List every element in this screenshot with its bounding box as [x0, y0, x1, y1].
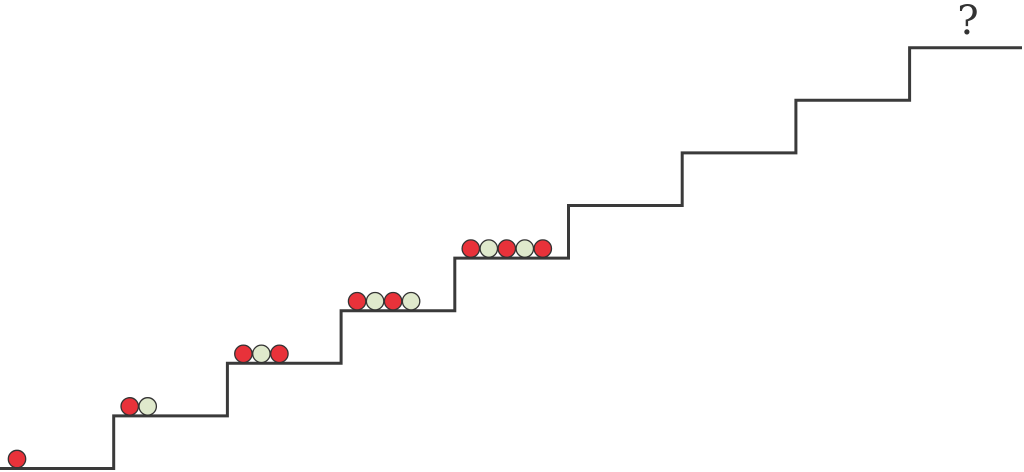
stair-outline	[0, 46, 1022, 470]
question-mark: ?	[957, 0, 979, 44]
red-ball-step-5	[497, 239, 517, 258]
green-ball-step-4	[365, 291, 385, 311]
red-ball-step-4	[383, 291, 403, 311]
red-ball-step-3	[270, 344, 289, 364]
red-ball-step-4	[347, 291, 367, 311]
green-ball-step-3	[252, 344, 271, 364]
red-ball-step-5	[461, 239, 481, 258]
green-ball-step-4	[401, 291, 421, 311]
red-ball-step-2	[120, 397, 140, 416]
red-ball-step-3	[234, 344, 253, 364]
green-ball-step-5	[515, 239, 535, 258]
green-ball-step-2	[138, 397, 158, 416]
green-ball-step-5	[479, 239, 499, 258]
red-ball-step-5	[533, 239, 553, 258]
red-ball-step-1	[7, 449, 27, 469]
